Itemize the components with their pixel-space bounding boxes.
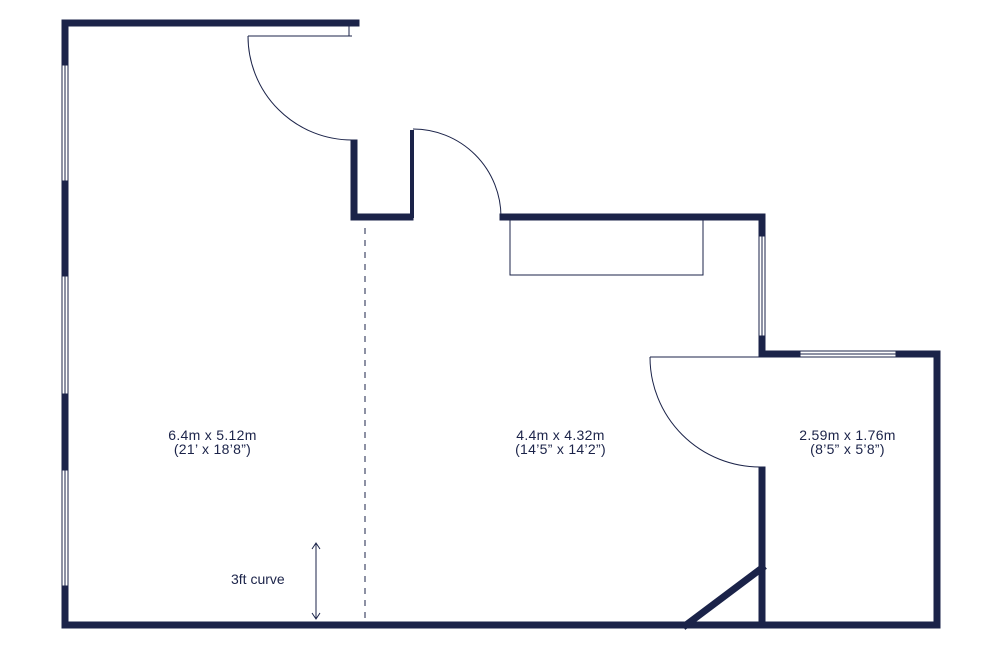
room-left-imperial: (21’ x 18’8”) [173,441,252,457]
window-left-lower [61,469,69,587]
room-small-metric: 2.59m x 1.76m [799,427,896,443]
doors [247,24,761,468]
wall-diagonal-corner [681,563,767,630]
wall-left-room-top [61,19,360,629]
door-notch [412,128,502,218]
room-label-left: 6.4m x 5.12m (21’ x 18’8”) [140,428,285,456]
curve-arrow [311,542,321,620]
door-small-room [649,356,761,468]
counter-unit [509,219,704,276]
room-label-small: 2.59m x 1.76m (8’5” x 5’8”) [775,428,920,456]
door-top [247,24,353,141]
curve-annotation: 3ft curve [231,571,285,587]
wall-middle-top [499,213,941,629]
window-middle-right [758,235,766,337]
windows [61,64,897,587]
walls [61,19,941,630]
room-small-imperial: (8’5” x 5’8”) [810,441,885,457]
room-left-metric: 6.4m x 5.12m [168,427,257,443]
window-small-room-top [799,350,897,358]
window-left-upper [61,64,69,182]
room-middle-imperial: (14’5” x 14’2”) [515,441,606,457]
room-label-middle: 4.4m x 4.32m (14’5” x 14’2”) [488,428,633,456]
window-left-middle [61,275,69,395]
room-middle-metric: 4.4m x 4.32m [516,427,605,443]
wall-notch [350,139,414,221]
